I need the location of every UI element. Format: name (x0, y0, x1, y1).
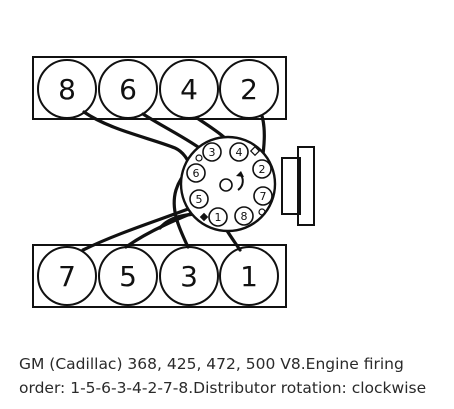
rotation-arrowhead-icon (236, 171, 244, 177)
rotor-center (219, 178, 233, 192)
distributor-terminal-3: 3 (202, 142, 222, 162)
cylinder-1: 1 (219, 246, 279, 306)
terminal-6-label: 6 (193, 167, 200, 180)
bottom-cylinder-bank (32, 244, 287, 308)
cylinder-1-label: 1 (240, 260, 258, 293)
distributor-terminal-1: 1 (208, 207, 228, 227)
cylinder-8: 8 (37, 59, 97, 119)
terminal-5-label: 5 (196, 193, 203, 206)
firing-order-diagram: 8 6 4 2 7 5 3 1 (32, 56, 315, 308)
distributor-cap: 3 4 2 7 8 1 5 (179, 135, 277, 233)
marker-diamond-top (249, 145, 261, 157)
cylinder-4-label: 4 (180, 73, 198, 106)
top-cylinder-bank (32, 56, 287, 120)
cylinder-2-label: 2 (240, 73, 258, 106)
cylinder-2: 2 (219, 59, 279, 119)
cylinder-6: 6 (98, 59, 158, 119)
cylinder-5-label: 5 (119, 260, 137, 293)
cylinder-6-label: 6 (119, 73, 137, 106)
terminal-8-label: 8 (241, 210, 248, 223)
distributor-terminal-8: 8 (234, 206, 254, 226)
diagram-caption: GM (Cadillac) 368, 425, 472, 500 V8.Engi… (19, 355, 427, 397)
distributor-terminal-6: 6 (186, 163, 206, 183)
distributor-terminal-4: 4 (229, 142, 249, 162)
terminal-3-label: 3 (209, 146, 216, 159)
marker-diamond-bottom (199, 212, 209, 222)
terminal-4-label: 4 (236, 146, 243, 159)
cylinder-3: 3 (159, 246, 219, 306)
cylinder-5: 5 (98, 246, 158, 306)
cylinder-7: 7 (37, 246, 97, 306)
distributor-terminal-2: 2 (252, 159, 272, 179)
terminal-7-label: 7 (260, 190, 267, 203)
marker-dot-left (195, 154, 203, 162)
cylinder-7-label: 7 (58, 260, 76, 293)
distributor-terminal-7: 7 (253, 186, 273, 206)
cylinder-4: 4 (159, 59, 219, 119)
cylinder-3-label: 3 (180, 260, 198, 293)
terminal-1-label: 1 (215, 211, 222, 224)
cylinder-8-label: 8 (58, 73, 76, 106)
marker-dot-right (258, 208, 266, 216)
distributor-terminal-5: 5 (189, 189, 209, 209)
terminal-2-label: 2 (259, 163, 266, 176)
wire-cyl-8 (82, 110, 197, 176)
distributor-mount (281, 146, 315, 226)
